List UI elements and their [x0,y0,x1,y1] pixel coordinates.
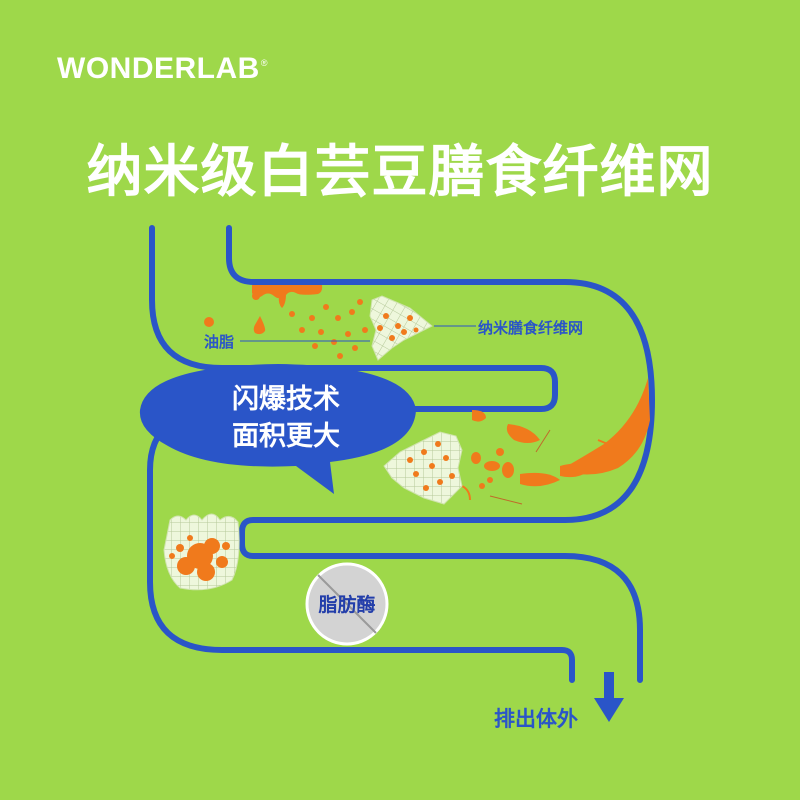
speech-bubble[interactable] [139,364,416,494]
enzyme-blocked-icon [305,562,389,646]
fiber-net-icon [369,295,433,361]
bubble-text-line2: 面积更大 [232,421,340,452]
brand-logo: WONDERLAB® [57,52,268,86]
oil-label: 油脂 [204,333,235,351]
motion-line [535,429,551,453]
enzyme-label: 脂肪酶 [318,594,376,616]
excrete-label: 排出体外 [494,707,578,731]
oil-wall-top [252,285,323,308]
page-title: 纳米级白芸豆膳食纤维网 [86,140,714,205]
fiber-net-label: 纳米膳食纤维网 [478,319,584,337]
fiber-net-icon [383,431,463,505]
fiber-net-icon [163,513,240,591]
intestine-inner-wall [226,225,655,683]
brand-name: WONDERLAB [57,52,260,85]
oil-wall-right [461,378,650,501]
oil-droplets-upper [204,299,368,359]
motion-line [489,495,523,505]
bubble-text-line1: 闪爆技术 [232,384,340,415]
trademark-mark: ® [260,58,268,68]
down-arrow-icon [594,672,624,722]
